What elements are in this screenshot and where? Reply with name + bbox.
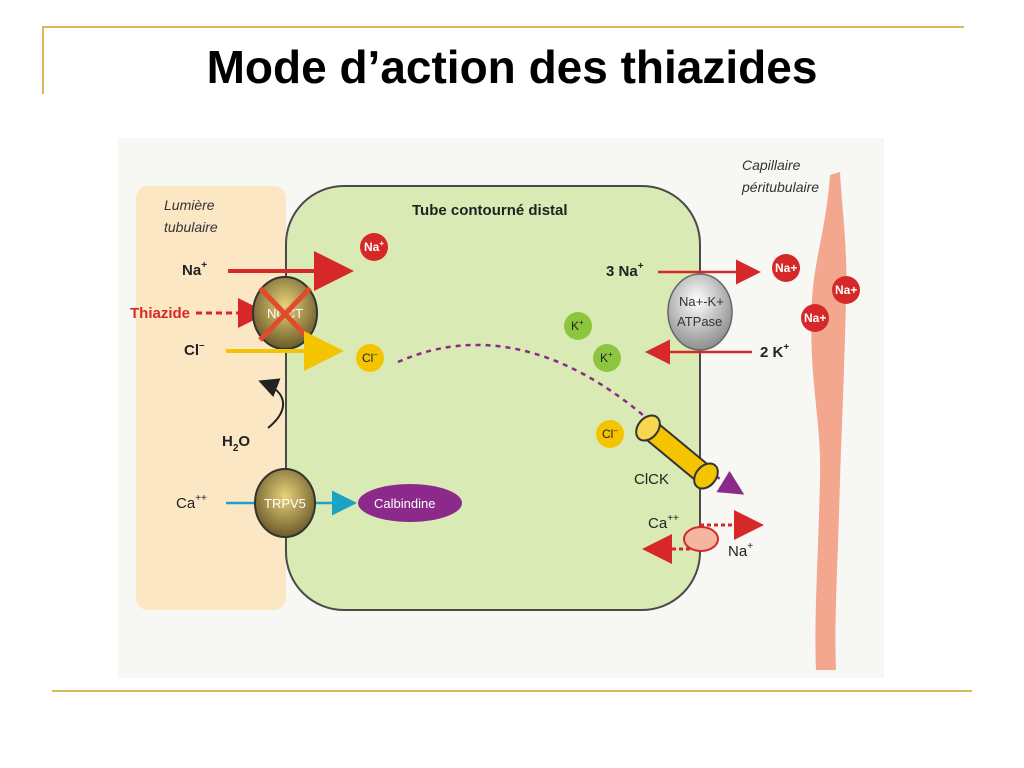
cell-k1-label: K+	[571, 318, 584, 333]
lumen-ca-label: Ca++	[176, 493, 207, 512]
cell-k2-label: K+	[600, 350, 613, 365]
capillary-na-label-2: Na+	[835, 283, 857, 297]
na-k-atpase-pump	[667, 273, 733, 351]
cell-cl-ion-2	[596, 420, 624, 448]
cell-k-ion-1	[564, 312, 592, 340]
capillary-na-label-3: Na+	[804, 311, 826, 325]
cell-cl2-label: Cl–	[602, 426, 618, 441]
cell-k-ion-2	[593, 344, 621, 372]
lumen-na-label: Na+	[182, 260, 207, 279]
cell-cl-label: Cl–	[362, 350, 378, 365]
exchanger-ca-label: Ca++	[648, 513, 679, 532]
h2o-label: H2O	[222, 433, 250, 454]
calbindine	[358, 484, 462, 522]
capillary-na-ion-1	[772, 254, 800, 282]
capillary-na-ion-2	[832, 276, 860, 304]
slide-title: Mode d’action des thiazides	[206, 41, 818, 93]
three-na-label: 3 Na+	[606, 261, 644, 280]
capillary-na-ion-3	[801, 304, 829, 332]
clck-label: ClCK	[634, 471, 669, 488]
thiazide-label: Thiazide	[130, 305, 190, 322]
capillary-label-2: péritubulaire	[741, 179, 819, 195]
lumen-cl-label: Cl–	[184, 340, 205, 359]
distal-tubule-cell	[285, 185, 701, 611]
bottom-rule	[52, 690, 972, 692]
cell-cl-ion	[356, 344, 384, 372]
block-cross-2	[258, 286, 312, 342]
left-rule	[42, 26, 44, 94]
lumen-label-2: tubulaire	[164, 219, 218, 235]
exchanger-na-label: Na+	[728, 541, 753, 560]
tubular-lumen	[136, 186, 286, 610]
trpv5-channel	[254, 468, 316, 538]
pump-label-1: Na+-K+	[679, 294, 724, 309]
ca-na-exchanger	[683, 526, 719, 552]
capillary-na-label-1: Na+	[775, 261, 797, 275]
calbindine-label: Calbindine	[374, 496, 435, 511]
h2o-arrow	[258, 378, 285, 429]
pump-label-2: ATPase	[677, 314, 722, 329]
top-rule	[42, 26, 964, 28]
trpv5-label: TRPV5	[264, 496, 306, 511]
lumen-label-1: Lumière	[164, 197, 215, 213]
clck-channel	[635, 414, 719, 490]
capillary-label-1: Capillaire	[742, 157, 801, 173]
cell-label: Tube contourné distal	[412, 202, 568, 219]
cell-na-ion	[360, 233, 388, 261]
two-k-label: 2 K+	[760, 342, 789, 361]
cell-na-label: Na+	[364, 239, 384, 254]
